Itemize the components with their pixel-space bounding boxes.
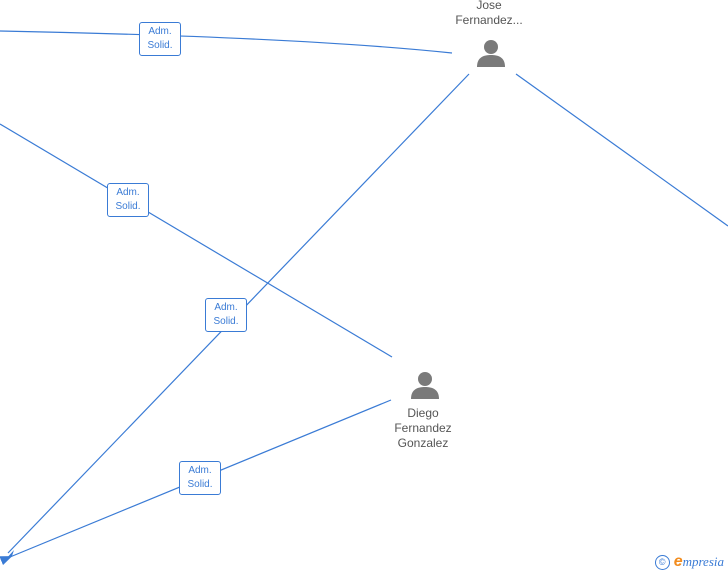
link-line-jose-top-left xyxy=(0,30,453,54)
arrowhead-bottom-left xyxy=(6,550,14,559)
role-badge-line: Solid. xyxy=(147,40,173,51)
role-badge[interactable]: Adm. Solid. xyxy=(139,22,181,56)
role-badge[interactable]: Adm. Solid. xyxy=(179,461,221,495)
person-name-diego[interactable]: Diego Fernandez Gonzalez xyxy=(363,406,483,451)
role-badge-line: Solid. xyxy=(115,201,141,212)
role-badge-line: Adm. xyxy=(116,187,140,198)
brand-rest: mpresia xyxy=(682,554,724,569)
role-badge[interactable]: Adm. Solid. xyxy=(107,183,149,217)
role-badge-line: Solid. xyxy=(213,316,239,327)
person-name-line: Jose xyxy=(476,0,502,12)
person-icon[interactable] xyxy=(476,38,506,68)
link-line-jose-to-right xyxy=(515,73,728,227)
person-name-jose[interactable]: Jose Fernandez... xyxy=(429,0,549,28)
person-name-line: Diego xyxy=(407,406,439,420)
brand-initial: e xyxy=(673,553,683,570)
role-badge-line: Adm. xyxy=(188,465,212,476)
role-badge-line: Solid. xyxy=(187,479,213,490)
role-badge[interactable]: Adm. Solid. xyxy=(205,298,247,332)
role-badge-line: Adm. xyxy=(148,26,172,37)
person-name-line: Fernandez xyxy=(394,421,452,435)
role-badge-line: Adm. xyxy=(214,302,238,313)
copyright-icon: © xyxy=(654,554,670,570)
link-line-left-to-diego xyxy=(0,123,393,358)
person-name-line: Fernandez... xyxy=(455,13,523,27)
brand-logo: © empresia xyxy=(654,553,724,571)
person-icon[interactable] xyxy=(410,370,440,400)
person-name-line: Gonzalez xyxy=(397,436,449,450)
